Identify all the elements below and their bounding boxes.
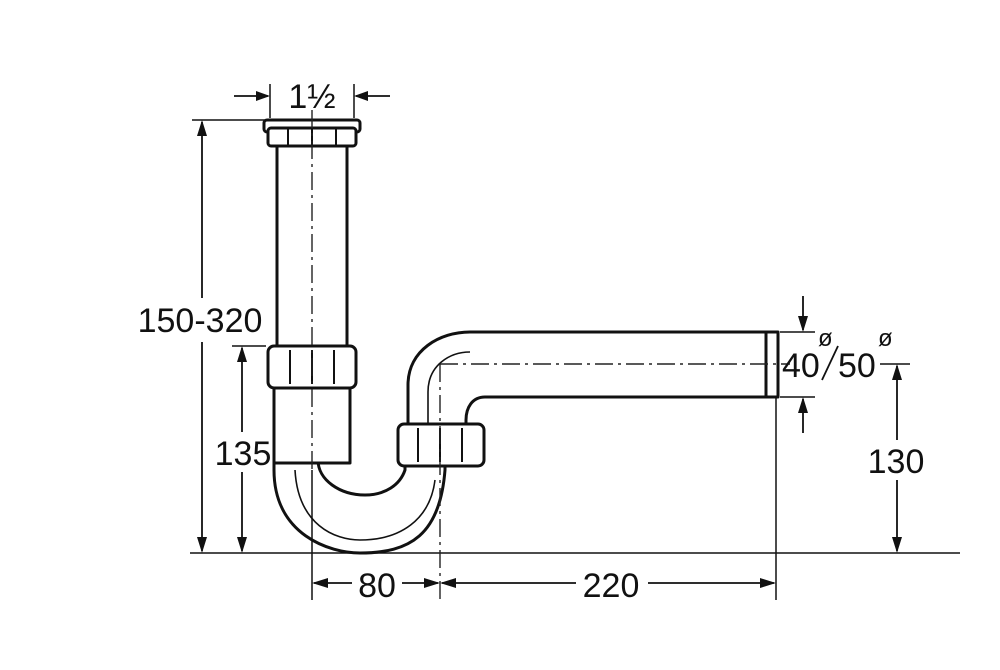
overall-height-label: 150-320	[138, 302, 263, 340]
trap-height-label: 135	[215, 435, 272, 473]
trap-width-label: 80	[358, 567, 396, 605]
outlet-height-label: 130	[868, 443, 925, 481]
trap-height-dimension: 135	[215, 345, 272, 553]
thread-size-dimension: 1½	[234, 78, 390, 118]
trap-width-dimension: 80	[312, 565, 440, 605]
outlet-diameter-dimension: 40 ø 50 ø	[780, 296, 893, 433]
overall-height-dimension: 150-320	[130, 119, 270, 553]
outlet-elbow-inner	[427, 351, 471, 425]
outlet-elbow	[406, 330, 772, 430]
u-bend-inner	[294, 469, 436, 541]
outlet-nut	[396, 422, 486, 468]
diameter-separator	[821, 345, 839, 381]
thread-size-label: 1½	[288, 78, 335, 116]
outlet-length-label: 220	[583, 567, 640, 605]
diameter-symbol-1: ø	[818, 325, 833, 352]
outlet-height-dimension: 130	[866, 363, 928, 553]
outlet-diameter-1-label: 40	[782, 347, 820, 385]
outlet-length-dimension: 220	[440, 565, 776, 605]
outlet-diameter-2-label: 50	[838, 347, 876, 385]
diameter-symbol-2: ø	[878, 325, 893, 352]
